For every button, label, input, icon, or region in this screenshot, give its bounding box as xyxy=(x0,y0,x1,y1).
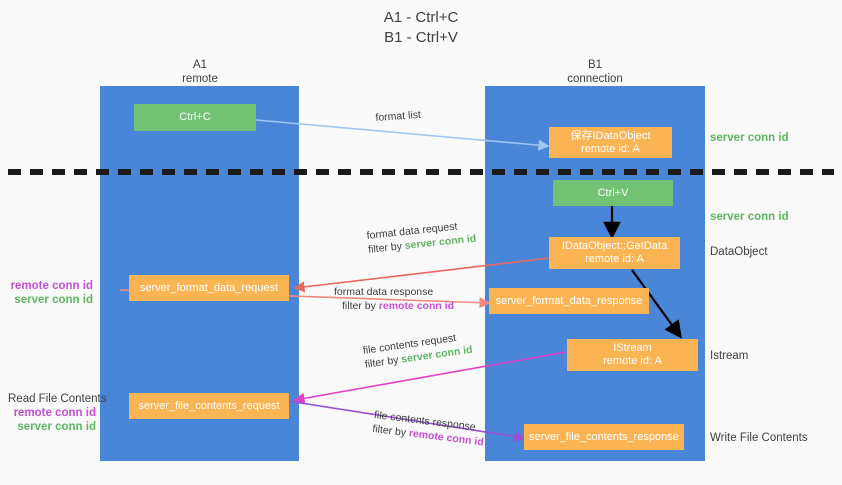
node-server-file-contents-response[interactable]: server_file_contents_response xyxy=(524,424,684,450)
edge-note-file-contents-request: file contents request filter by server c… xyxy=(362,329,473,372)
node-istream-line2: remote id: A xyxy=(603,355,662,367)
node-get-data-line1: IDataObject::GetData xyxy=(561,240,668,252)
node-ctrl-c[interactable]: Ctrl+C xyxy=(134,104,256,131)
edge-note-format-data-request: format data request filter by server con… xyxy=(366,218,477,257)
node-server-format-data-response[interactable]: server_format_data_response xyxy=(489,288,649,314)
edge-note-format-data-response: format data response filter by remote co… xyxy=(334,285,454,313)
edge-note-format-list: format list xyxy=(375,108,421,125)
node-ctrl-c-label: Ctrl+C xyxy=(179,111,211,123)
label-server-conn-id-left-mid: server conn id xyxy=(14,294,93,306)
edge-note-format-list-label: format list xyxy=(375,108,422,124)
title-line-1: A1 - Ctrl+C xyxy=(383,9,459,26)
edge-note-file-contents-response: file contents response filter by remote … xyxy=(372,408,487,449)
label-read-file-contents: Read File Contents xyxy=(8,393,107,405)
label-remote-conn-id-bottom: remote conn id xyxy=(13,407,96,419)
edge-note-format-data-response-label: format data response xyxy=(334,286,434,298)
label-istream: Istream xyxy=(710,350,749,362)
node-save-idataobject-line2: remote id: A xyxy=(581,142,640,155)
label-remote-conn-id-mid: remote conn id xyxy=(10,280,93,292)
lane-header-a1-sub: remote xyxy=(182,73,218,85)
label-server-conn-id-top: server conn id xyxy=(710,132,789,144)
node-server-format-data-request-label: server_format_data_request xyxy=(139,281,279,294)
node-server-format-data-response-label: server_format_data_response xyxy=(495,294,643,307)
label-write-file-contents: Write File Contents xyxy=(710,432,808,444)
label-conn-ids-mid: remote conn id server conn id xyxy=(8,279,93,307)
node-server-file-contents-response-label: server_file_contents_response xyxy=(529,430,679,443)
node-server-file-contents-request-label: server_file_contents_request xyxy=(138,399,280,412)
label-dataobject: DataObject xyxy=(710,246,768,258)
lane-header-b1-name: B1 xyxy=(587,59,603,71)
label-server-conn-id-mid: server conn id xyxy=(710,211,789,223)
node-server-file-contents-request[interactable]: server_file_contents_request xyxy=(129,393,289,419)
node-get-data[interactable]: IDataObject::GetData remote id: A xyxy=(549,237,680,269)
node-save-idataobject-line1: 保存IDataObject xyxy=(570,129,651,142)
label-server-conn-id-left-bottom: server conn id xyxy=(17,421,96,433)
node-server-format-data-request[interactable]: server_format_data_request xyxy=(129,275,289,301)
node-istream-line1: IStream xyxy=(613,342,652,354)
node-save-idataobject[interactable]: 保存IDataObject remote id: A xyxy=(549,127,672,158)
filter-term-remote-conn-id: remote conn id xyxy=(378,300,455,312)
title-line-2: B1 - Ctrl+V xyxy=(384,29,458,46)
diagram-title: A1 - Ctrl+C B1 - Ctrl+V xyxy=(0,8,842,48)
label-read-file-contents-block: Read File Contents remote conn id server… xyxy=(8,392,107,434)
lane-header-a1-name: A1 xyxy=(192,59,208,71)
node-get-data-line2: remote id: A xyxy=(585,253,644,265)
lane-header-a1: A1 remote xyxy=(100,58,300,86)
lane-header-b1: B1 connection xyxy=(485,58,705,86)
node-ctrl-v[interactable]: Ctrl+V xyxy=(553,180,673,206)
lane-header-b1-sub: connection xyxy=(567,73,623,85)
node-ctrl-v-label: Ctrl+V xyxy=(597,186,629,199)
edge-note-format-data-response-filter: filter by remote conn id xyxy=(342,300,455,312)
node-istream[interactable]: IStream remote id: A xyxy=(567,339,698,371)
